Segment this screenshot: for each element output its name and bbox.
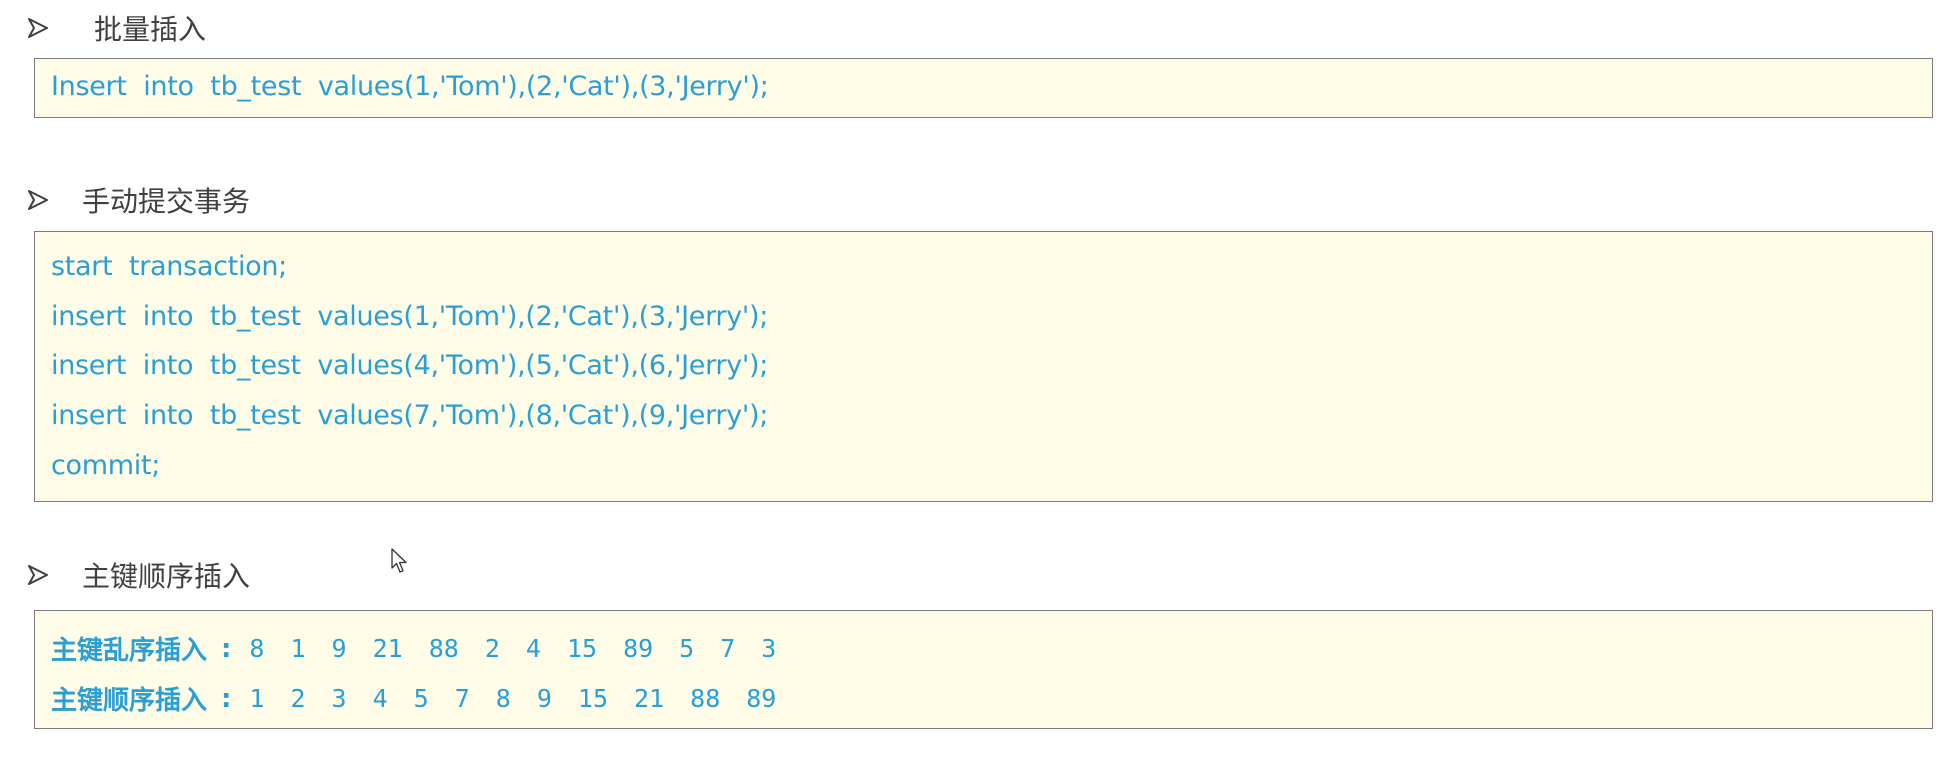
code-block-manual-commit: start transaction; insert into tb_test v… xyxy=(34,231,1933,502)
pk-value: 4 xyxy=(372,684,388,713)
pk-value: 7 xyxy=(720,634,736,663)
pk-value: 4 xyxy=(525,634,541,663)
arrowhead-bullet-icon xyxy=(28,564,48,586)
pk-value: 9 xyxy=(331,634,347,663)
section-heading-manual-commit: 手动提交事务 xyxy=(28,180,250,220)
pk-value: 1 xyxy=(249,684,265,713)
pk-value: 5 xyxy=(413,684,429,713)
pk-value: 9 xyxy=(536,684,552,713)
section-title: 主键顺序插入 xyxy=(82,560,251,593)
pk-value: 8 xyxy=(495,684,511,713)
pk-value: 15 xyxy=(577,684,609,713)
code-line: Insert into tb_test values(1,'Tom'),(2,'… xyxy=(51,71,769,102)
pk-value: 7 xyxy=(454,684,470,713)
pk-row-random: 主键乱序插入 : 8 1 9 21 88 2 4 15 89 5 7 3 xyxy=(51,630,802,667)
section-title: 手动提交事务 xyxy=(82,185,251,218)
pk-value: 3 xyxy=(331,684,347,713)
pk-row-label: 主键乱序插入 xyxy=(51,636,208,666)
pk-values-list: 8 1 9 21 88 2 4 15 89 5 7 3 xyxy=(249,634,802,663)
pk-value: 8 xyxy=(249,634,265,663)
code-block-pk-order: 主键乱序插入 : 8 1 9 21 88 2 4 15 89 5 7 3 主键顺… xyxy=(34,610,1933,729)
pk-row-colon: : xyxy=(221,683,232,714)
pk-value: 3 xyxy=(761,634,777,663)
pk-values-list: 1 2 3 4 5 7 8 9 15 21 88 89 xyxy=(249,684,802,713)
section-heading-pk-order-insert: 主键顺序插入 xyxy=(28,555,250,595)
code-line: insert into tb_test values(4,'Tom'),(5,'… xyxy=(51,350,769,381)
code-line: insert into tb_test values(7,'Tom'),(8,'… xyxy=(51,400,769,431)
arrowhead-bullet-icon xyxy=(28,17,48,39)
pk-value: 21 xyxy=(372,634,403,663)
pk-value: 15 xyxy=(566,634,598,663)
code-line: commit; xyxy=(51,450,161,481)
pk-value: 1 xyxy=(290,634,306,663)
pk-row-ordered: 主键顺序插入 : 1 2 3 4 5 7 8 9 15 21 88 89 xyxy=(51,680,802,717)
pk-value: 2 xyxy=(290,684,306,713)
section-title: 批量插入 xyxy=(94,13,207,46)
pk-value: 5 xyxy=(679,634,695,663)
code-line: insert into tb_test values(1,'Tom'),(2,'… xyxy=(51,301,769,332)
code-line: start transaction; xyxy=(51,251,287,282)
pk-value: 88 xyxy=(428,634,459,663)
section-heading-batch-insert: 批量插入 xyxy=(28,8,206,48)
mouse-pointer-icon xyxy=(391,548,409,574)
code-block-batch-insert: Insert into tb_test values(1,'Tom'),(2,'… xyxy=(34,58,1933,118)
pk-row-label: 主键顺序插入 xyxy=(51,686,208,716)
pk-value: 2 xyxy=(484,634,500,663)
pk-value: 89 xyxy=(746,684,777,713)
arrowhead-bullet-icon xyxy=(28,189,48,211)
pk-value: 88 xyxy=(690,684,721,713)
pk-row-colon: : xyxy=(221,633,232,664)
pk-value: 21 xyxy=(634,684,665,713)
pk-value: 89 xyxy=(623,634,654,663)
